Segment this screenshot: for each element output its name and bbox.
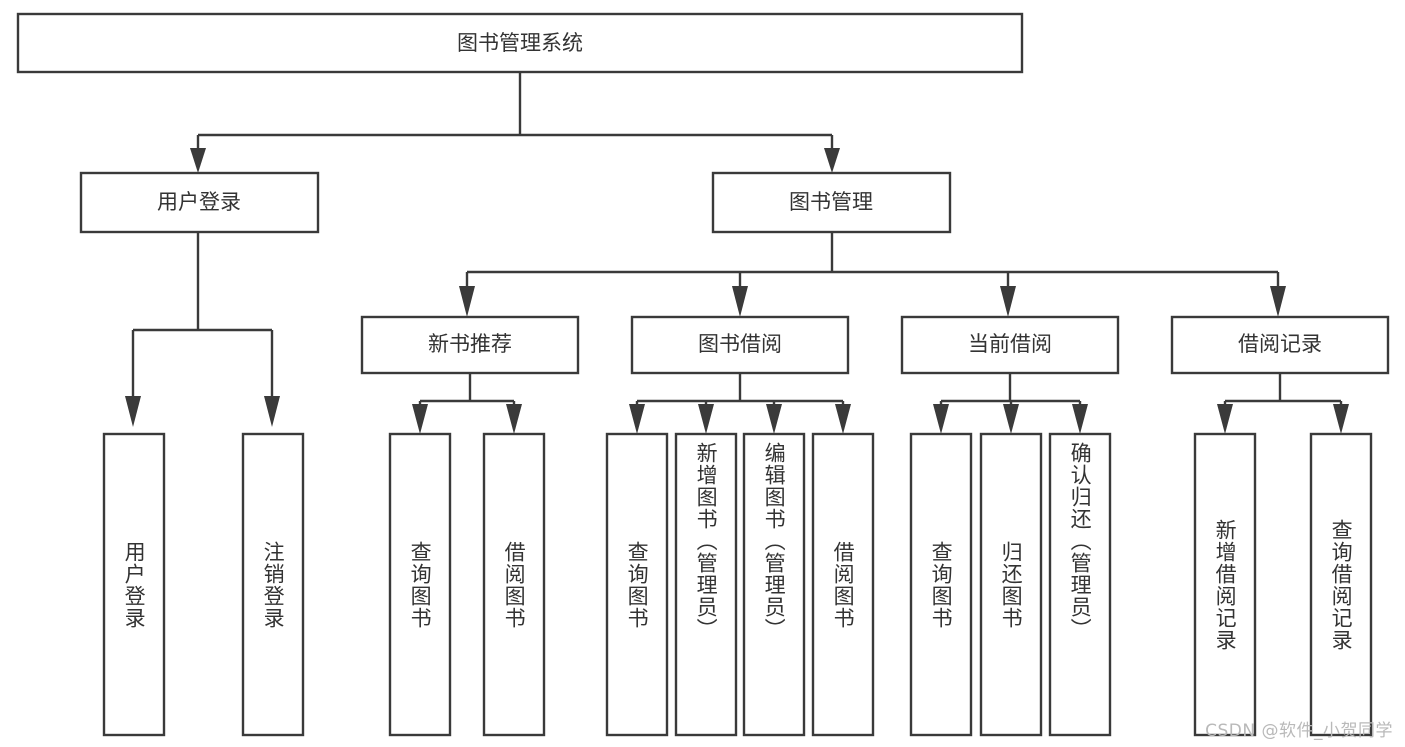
arrowhead-leaf-borrow-book-2 xyxy=(835,404,851,434)
arrowhead-leaf-user-logout xyxy=(264,396,280,427)
arrowhead-borrow-record xyxy=(1270,286,1286,317)
node-new-book-recommend-label: 新书推荐 xyxy=(428,332,512,356)
node-book-borrow[interactable]: 图书借阅 xyxy=(630,315,850,375)
leaf-return-book-box[interactable] xyxy=(979,432,1043,737)
node-new-book-recommend[interactable]: 新书推荐 xyxy=(360,315,580,375)
arrowhead-leaf-edit-book xyxy=(766,404,782,434)
arrowhead-leaf-add-book xyxy=(698,404,714,434)
watermark-text: CSDN @软件_小贺同学 xyxy=(1205,721,1393,741)
arrowhead-user-login xyxy=(190,148,206,173)
node-borrow-record-label: 借阅记录 xyxy=(1238,332,1322,356)
leaf-add-book-box[interactable] xyxy=(674,432,738,737)
arrowhead-leaf-query-borrow-record xyxy=(1333,404,1349,434)
node-book-manage-label: 图书管理 xyxy=(789,190,873,214)
leaf-borrow-book-2-box[interactable] xyxy=(811,432,875,737)
arrowhead-leaf-query-book-1 xyxy=(412,404,428,434)
node-book-borrow-box[interactable] xyxy=(630,315,850,375)
node-book-borrow-label: 图书借阅 xyxy=(698,332,782,356)
arrowhead-new-book-recommend xyxy=(459,286,475,317)
node-root[interactable]: 图书管理系统 xyxy=(16,12,1024,74)
leaf-add-borrow-record-box[interactable] xyxy=(1193,432,1257,737)
leaf-user-logout-box[interactable] xyxy=(241,432,305,737)
arrowhead-leaf-borrow-book-1 xyxy=(506,404,522,434)
leaf-confirm-return-box[interactable] xyxy=(1048,432,1112,737)
leaf-query-book-1-box[interactable] xyxy=(388,432,452,737)
node-borrow-record-box[interactable] xyxy=(1170,315,1390,375)
leaf-box-layer xyxy=(102,432,1373,737)
leaf-query-borrow-record-box[interactable] xyxy=(1309,432,1373,737)
node-current-borrow-box[interactable] xyxy=(900,315,1120,375)
node-current-borrow-label: 当前借阅 xyxy=(968,332,1052,356)
arrowhead-leaf-user-login xyxy=(125,396,141,427)
arrowhead-book-manage xyxy=(824,148,840,173)
connector-layer xyxy=(125,72,1349,434)
node-borrow-record[interactable]: 借阅记录 xyxy=(1170,315,1390,375)
node-root-label: 图书管理系统 xyxy=(457,31,583,55)
arrowhead-leaf-query-book-2 xyxy=(629,404,645,434)
node-user-login[interactable]: 用户登录 xyxy=(79,171,320,234)
arrowhead-leaf-query-book-3 xyxy=(933,404,949,434)
leaf-edit-book-box[interactable] xyxy=(742,432,806,737)
leaf-query-book-2-box[interactable] xyxy=(605,432,669,737)
arrowhead-book-borrow xyxy=(732,286,748,317)
leaf-user-login-box[interactable] xyxy=(102,432,166,737)
leaf-borrow-book-1-box[interactable] xyxy=(482,432,546,737)
node-root-box[interactable] xyxy=(16,12,1024,74)
node-user-login-box[interactable] xyxy=(79,171,320,234)
leaf-query-book-3-box[interactable] xyxy=(909,432,973,737)
node-book-manage-box[interactable] xyxy=(711,171,952,234)
arrowhead-current-borrow xyxy=(1000,286,1016,317)
arrowhead-leaf-confirm-return xyxy=(1072,404,1088,434)
node-user-login-label: 用户登录 xyxy=(157,190,241,214)
node-current-borrow[interactable]: 当前借阅 xyxy=(900,315,1120,375)
node-book-manage[interactable]: 图书管理 xyxy=(711,171,952,234)
arrowhead-leaf-return-book xyxy=(1003,404,1019,434)
arrowhead-leaf-add-borrow-record xyxy=(1217,404,1233,434)
node-new-book-recommend-box[interactable] xyxy=(360,315,580,375)
